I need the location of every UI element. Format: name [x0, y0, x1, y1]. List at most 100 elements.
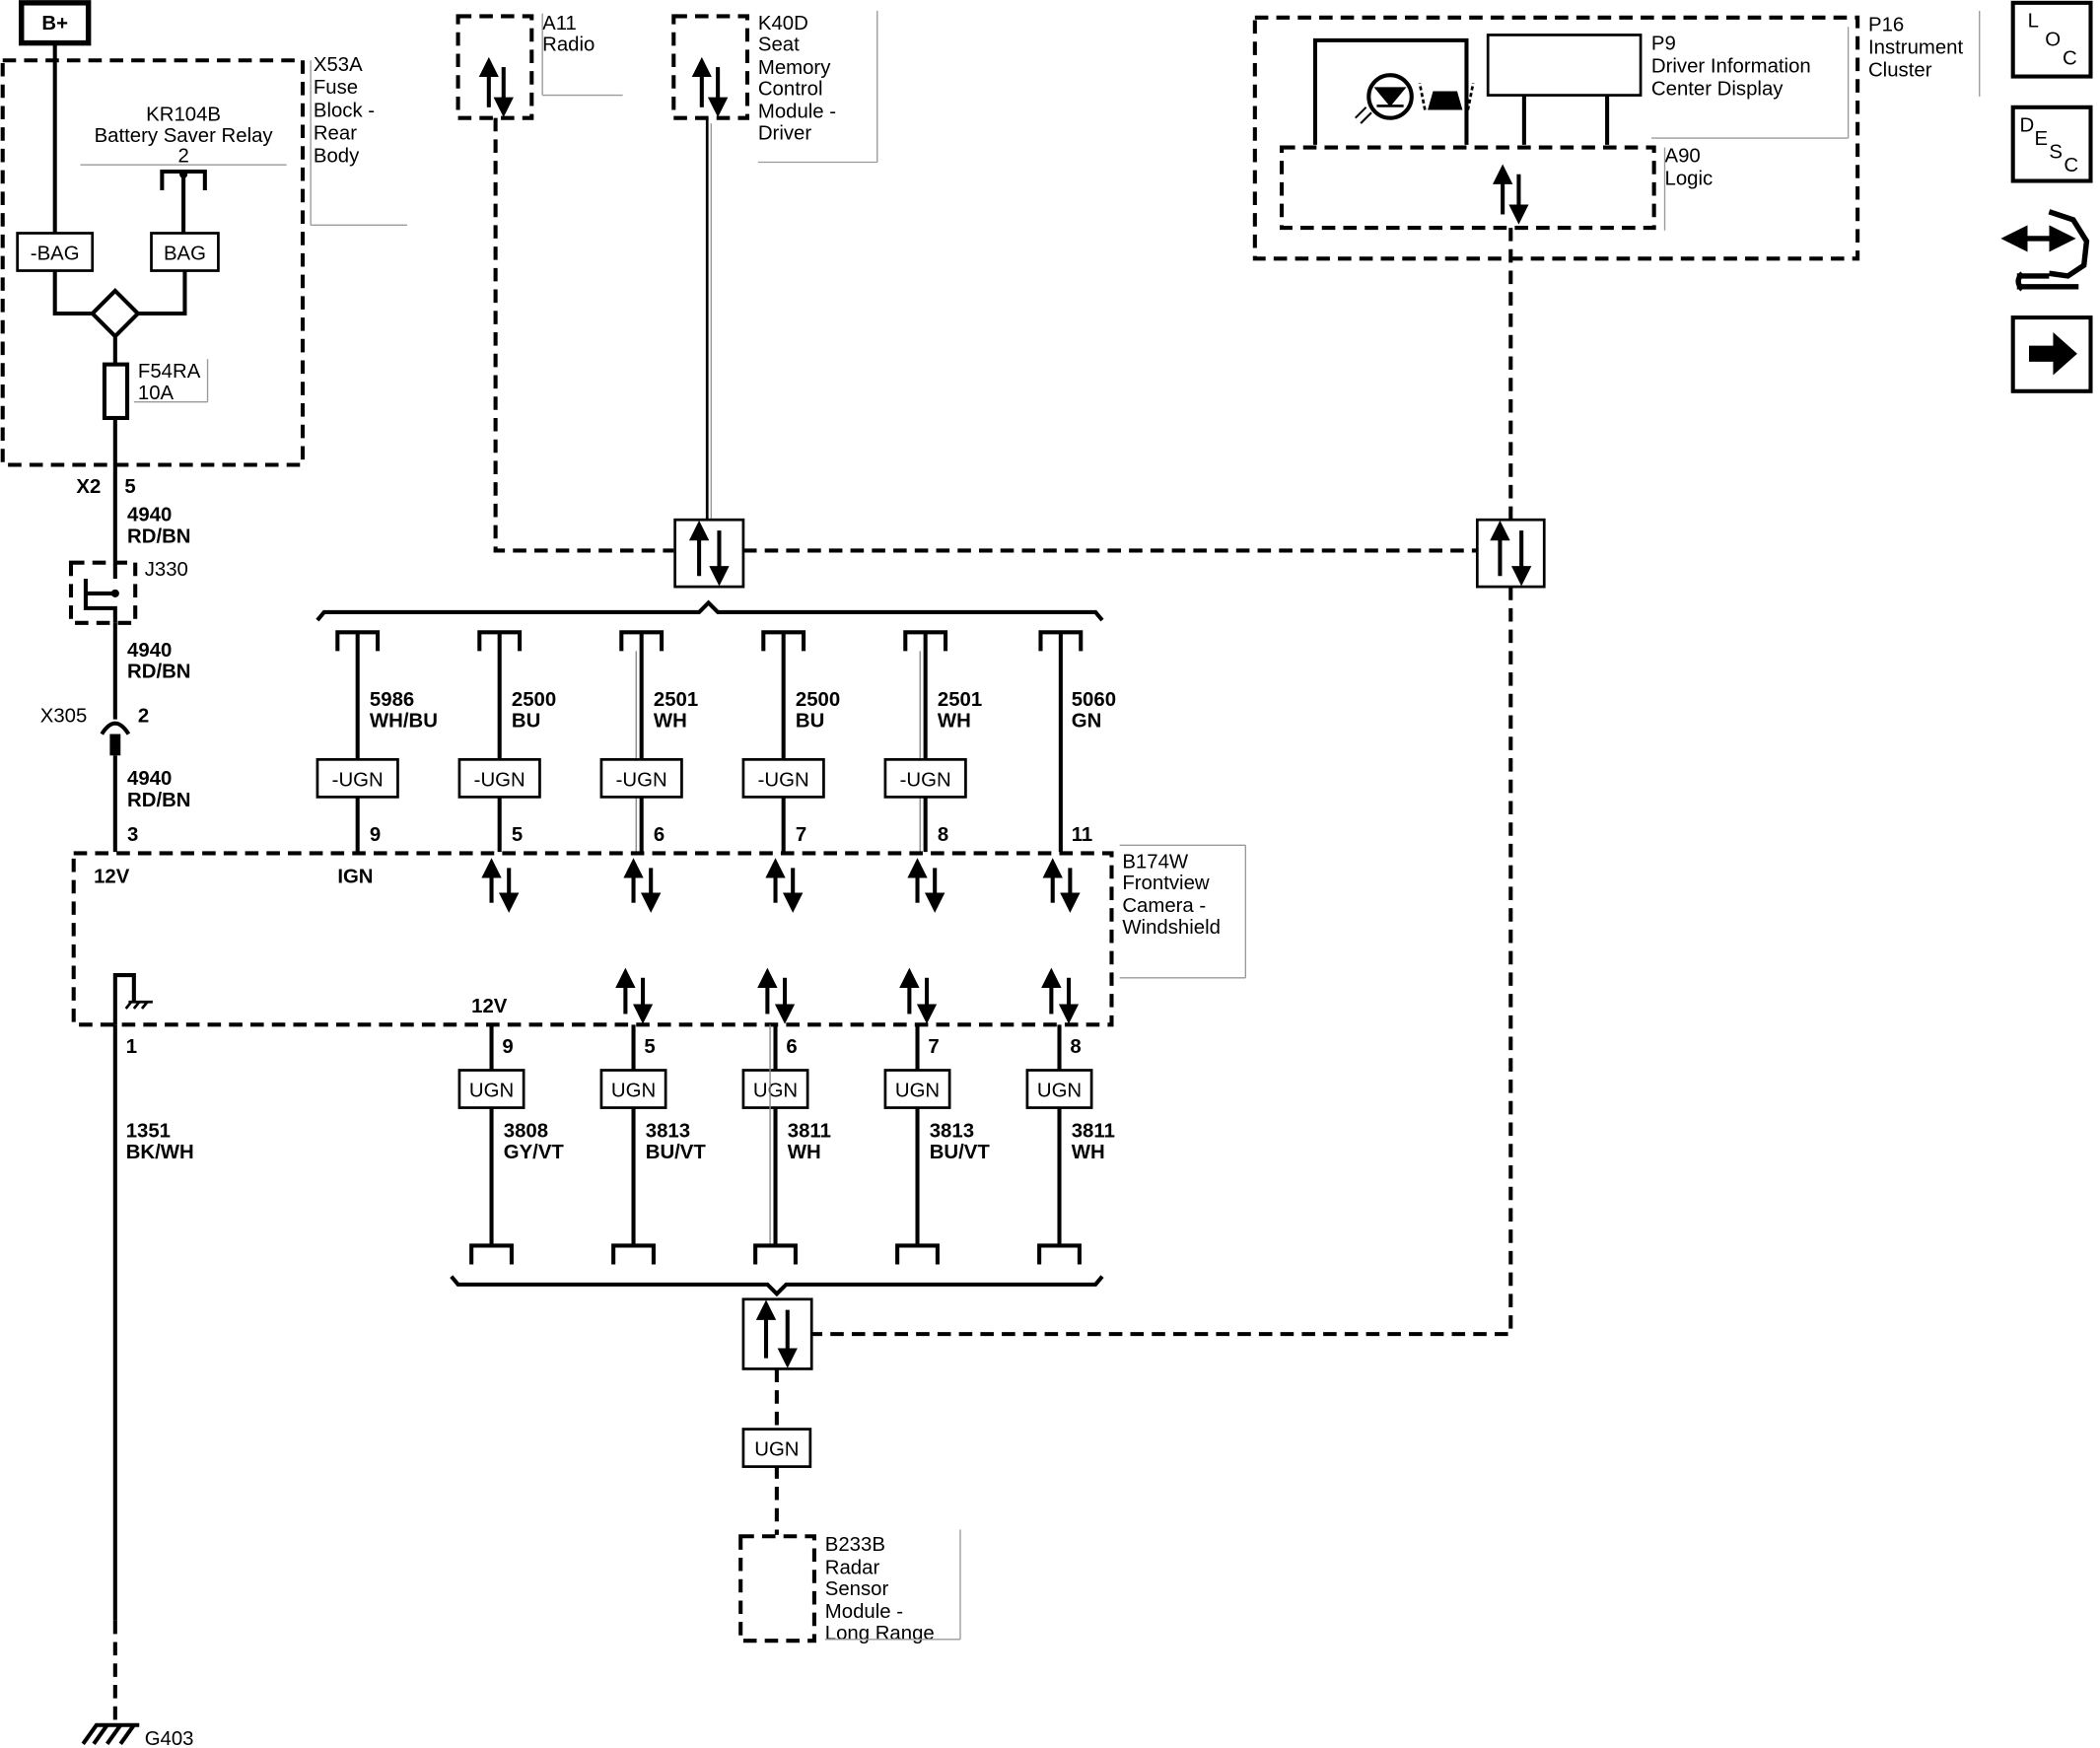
svg-text:2501: 2501 [938, 689, 982, 711]
svg-text:D: D [2019, 114, 2034, 136]
data-arrows-upper [481, 858, 1081, 913]
lower-wire-2: UGN 6 3811 WH [741, 1024, 831, 1265]
svg-text:Seat: Seat [758, 35, 800, 56]
svg-text:UGN: UGN [469, 1081, 514, 1102]
module-b233b-radar: B233B Radar Sensor Module - Long Range [738, 1529, 961, 1644]
svg-text:BU: BU [512, 711, 540, 733]
jumper-j330 [68, 560, 138, 625]
svg-text:12V: 12V [94, 866, 130, 887]
upper-wire-1: -UGN 2500 BU 5 [457, 630, 556, 853]
svg-text:G403: G403 [145, 1728, 194, 1748]
radar-ugn-tag: UGN [741, 1428, 812, 1468]
svg-text:8: 8 [1070, 1036, 1081, 1058]
lower-wire-1: UGN 5 3813 BU/VT [599, 1024, 707, 1265]
svg-text:4940: 4940 [127, 768, 172, 790]
svg-text:A11: A11 [542, 13, 577, 35]
lower-harness-brace [450, 1275, 1104, 1297]
svg-text:Radar: Radar [825, 1557, 880, 1578]
svg-text:2501: 2501 [654, 689, 698, 711]
upper-harness-brace [315, 599, 1104, 622]
svg-text:Driver Information: Driver Information [1651, 55, 1811, 77]
svg-text:9: 9 [502, 1036, 513, 1058]
svg-text:Center Display: Center Display [1651, 79, 1784, 101]
data-arrows-lower [615, 967, 1080, 1024]
svg-text:3813: 3813 [646, 1120, 690, 1142]
svg-text:2500: 2500 [796, 689, 840, 711]
svg-text:Module -: Module - [825, 1601, 903, 1623]
svg-text:Battery Saver Relay: Battery Saver Relay [95, 125, 274, 147]
svg-text:5986: 5986 [370, 689, 414, 711]
svg-text:Cluster: Cluster [1868, 60, 1932, 82]
svg-text:2500: 2500 [512, 689, 556, 711]
svg-text:1351: 1351 [126, 1120, 171, 1142]
svg-text:Fuse: Fuse [314, 77, 358, 99]
next-page-arrow-icon[interactable] [2010, 315, 2093, 393]
bus-splice-upper [673, 518, 745, 589]
lower-wire-3: UGN 7 3813 BU/VT [883, 1024, 990, 1265]
svg-text:X305: X305 [40, 705, 88, 727]
svg-text:9: 9 [370, 824, 381, 846]
svg-text:C: C [2063, 47, 2077, 69]
svg-text:Memory: Memory [758, 57, 831, 79]
svg-text:RD/BN: RD/BN [127, 790, 190, 811]
svg-text:P9: P9 [1651, 33, 1676, 54]
module-k40d-seat-memory: K40D Seat Memory Control Module - Driver [671, 10, 878, 164]
svg-text:BAG: BAG [164, 244, 206, 265]
svg-text:K40D: K40D [758, 13, 808, 35]
bus-splice-right [1475, 518, 1546, 589]
upper-wire-2: -UGN 2501 WH 6 [599, 630, 698, 853]
lower-wire-0: UGN 9 3808 GY/VT [457, 1024, 564, 1265]
svg-text:-UGN: -UGN [332, 770, 384, 792]
upper-wire-5: 5060 GN 11 [1038, 630, 1116, 853]
svg-text:3808: 3808 [504, 1120, 548, 1142]
svg-text:12V: 12V [471, 996, 508, 1017]
connector-tool-icon[interactable] [2000, 209, 2090, 292]
svg-text:5: 5 [124, 476, 135, 498]
svg-text:WH: WH [788, 1142, 821, 1163]
svg-text:WH: WH [1072, 1142, 1105, 1163]
svg-text:WH: WH [654, 711, 687, 733]
svg-text:3813: 3813 [930, 1120, 974, 1142]
svg-text:B233B: B233B [825, 1534, 885, 1556]
bus-splice-lower [741, 1297, 813, 1370]
svg-text:RD/BN: RD/BN [127, 661, 190, 682]
description-icon[interactable]: D E S C [2010, 105, 2093, 183]
svg-text:Camera -: Camera - [1122, 895, 1206, 917]
svg-text:Instrument: Instrument [1868, 36, 1964, 58]
svg-text:UGN: UGN [895, 1081, 940, 1102]
svg-text:Body: Body [314, 146, 360, 168]
module-b174w-camera: B174W Frontview Camera - Windshield 12V … [71, 844, 1247, 1027]
svg-text:BU: BU [796, 711, 824, 733]
svg-text:Windshield: Windshield [1122, 917, 1221, 939]
svg-text:Driver: Driver [758, 122, 812, 144]
svg-text:-UGN: -UGN [474, 770, 525, 792]
svg-text:L: L [2028, 10, 2039, 32]
svg-text:E: E [2034, 128, 2048, 150]
svg-text:BU/VT: BU/VT [646, 1142, 707, 1163]
svg-text:7: 7 [928, 1036, 939, 1058]
svg-text:6: 6 [654, 824, 665, 846]
svg-text:B+: B+ [41, 13, 68, 35]
svg-text:Block -: Block - [314, 100, 375, 121]
svg-text:6: 6 [786, 1036, 797, 1058]
svg-text:3: 3 [127, 824, 138, 846]
lower-wire-4: UGN 8 3811 WH [1025, 1024, 1115, 1265]
svg-text:Logic: Logic [1665, 169, 1714, 190]
svg-text:3811: 3811 [788, 1120, 831, 1142]
bag-box [150, 232, 220, 272]
battery-positive: B+ [19, 0, 92, 46]
dic-display [1486, 34, 1643, 97]
feed-wire-12v: X2 5 4940 RD/BN J330 4940 RD/BN X305 2 4… [40, 464, 191, 853]
svg-text:-BAG: -BAG [31, 244, 80, 265]
svg-text:Radio: Radio [542, 35, 595, 56]
svg-text:Frontview: Frontview [1122, 873, 1210, 894]
module-a90-logic [1279, 145, 1656, 231]
svg-text:-UGN: -UGN [900, 770, 951, 792]
svg-text:WH/BU: WH/BU [370, 711, 438, 733]
svg-text:5: 5 [512, 824, 523, 846]
upper-wire-0: -UGN 5986 WH/BU 9 [315, 630, 438, 853]
svg-text:7: 7 [796, 824, 806, 846]
svg-text:5060: 5060 [1072, 689, 1116, 711]
location-icon[interactable]: L O C [2010, 0, 2093, 79]
